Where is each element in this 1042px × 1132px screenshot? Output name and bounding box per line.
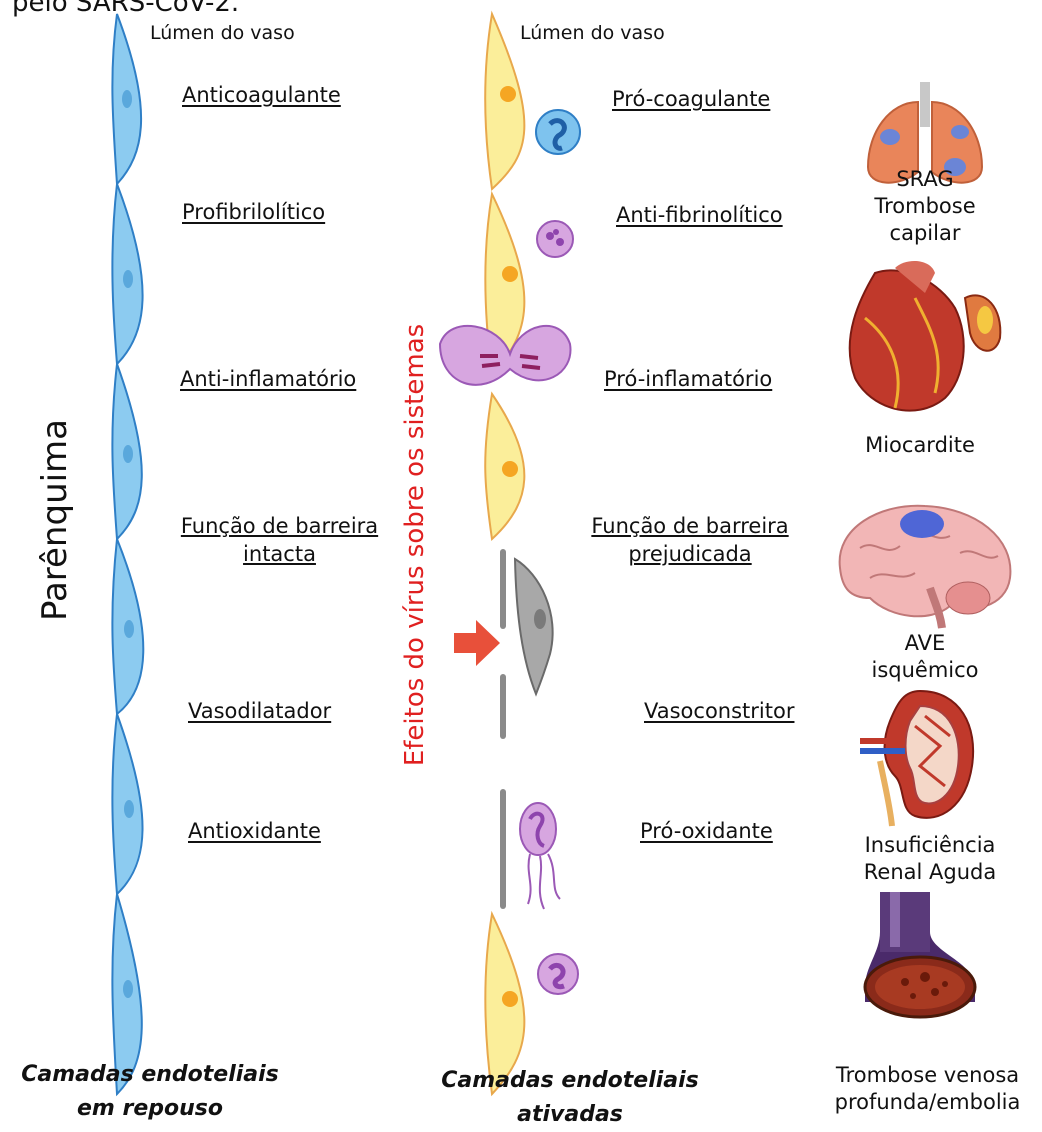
leukocyte-cell xyxy=(538,954,578,994)
resting-label-anticoagulant: Anticoagulante xyxy=(182,82,341,108)
activated-endothelial-layer xyxy=(440,14,580,1114)
monocyte-cell xyxy=(536,110,580,154)
resting-endothelial-layer xyxy=(95,14,165,1114)
activated-label-barrier: Função de barreira prejudicada xyxy=(580,512,800,568)
activated-label-procoagulant: Pró-coagulante xyxy=(612,86,770,112)
resting-label-profibrinolytic: Profibrilolítico xyxy=(182,199,325,225)
vein-icon xyxy=(855,892,995,1022)
oxidant-cell xyxy=(520,803,560,909)
platelet-cell xyxy=(537,221,573,257)
organ-label-heart: Miocardite xyxy=(850,432,990,459)
resting-label-vasodilator: Vasodilatador xyxy=(188,698,331,724)
activated-label-prooxidant: Pró-oxidante xyxy=(640,818,773,844)
activated-cell xyxy=(485,14,524,189)
arrow-icon xyxy=(452,618,502,668)
brain-icon xyxy=(830,498,1020,628)
lumen-label-left: Lúmen do vaso xyxy=(150,22,295,44)
effects-label: Efeitos do vírus sobre os sistemas xyxy=(390,220,440,870)
resting-label-barrier: Função de barreira intacta xyxy=(172,512,387,568)
activated-label-vasoconstrictor: Vasoconstritor xyxy=(644,698,794,724)
activated-label-proinflammatory: Pró-inflamatório xyxy=(604,366,772,392)
heart-icon xyxy=(835,258,1010,428)
resting-label-antioxidant: Antioxidante xyxy=(188,818,321,844)
damaged-cell xyxy=(515,559,553,694)
activated-label-antifibrinolytic: Anti-fibrinolítico xyxy=(616,202,783,228)
kidney-icon xyxy=(860,686,980,826)
parenquima-label: Parênquima xyxy=(20,425,90,615)
resting-label-anti-inflammatory: Anti-inflamatório xyxy=(180,366,356,392)
